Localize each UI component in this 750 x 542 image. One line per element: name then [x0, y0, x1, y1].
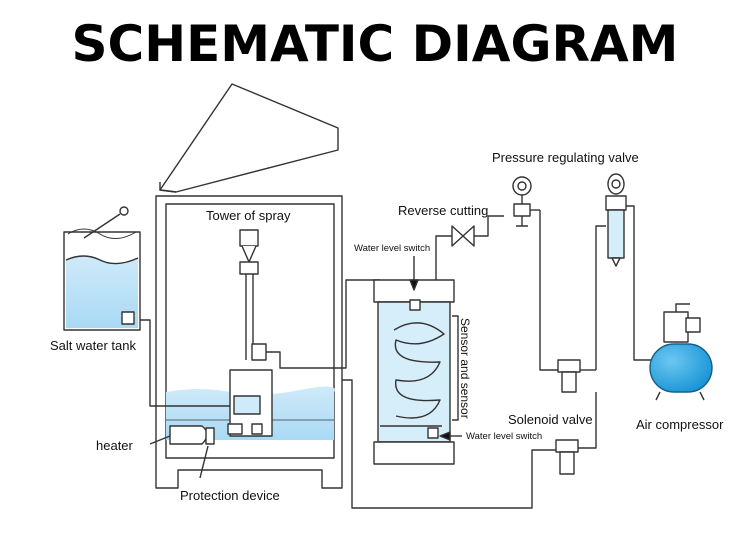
solenoid-valve-2	[555, 392, 597, 475]
pressure-regulating-valve-2	[605, 173, 627, 267]
label-sensor-and-sensor: Sensor and sensor	[458, 318, 472, 419]
salt-water-tank	[63, 206, 141, 331]
saturation-column	[373, 279, 459, 465]
diagram-title: SCHEMATIC DIAGRAM	[71, 15, 679, 73]
pressure-gauge-1	[512, 176, 540, 227]
label-heater: heater	[96, 438, 133, 453]
spray-tower	[227, 229, 273, 437]
label-water-level-switch-bottom: Water level switch	[466, 431, 543, 442]
label-protection-device: Protection device	[180, 488, 280, 503]
heater-assembly	[149, 425, 215, 479]
label-reverse-cutting: Reverse cutting	[398, 203, 489, 218]
solenoid-valve-1	[557, 359, 596, 393]
label-salt-water-tank: Salt water tank	[50, 338, 136, 353]
label-tower-of-spray: Tower of spray	[206, 208, 291, 223]
air-compressor	[649, 303, 713, 401]
brine-pipe	[140, 319, 230, 407]
label-water-level-switch-top: Water level switch	[354, 243, 431, 254]
reverse-cutting-valve	[451, 225, 475, 247]
label-solenoid-valve: Solenoid valve	[508, 412, 593, 427]
label-pressure-regulating-valve: Pressure regulating valve	[492, 150, 639, 165]
label-air-compressor: Air compressor	[636, 417, 724, 432]
